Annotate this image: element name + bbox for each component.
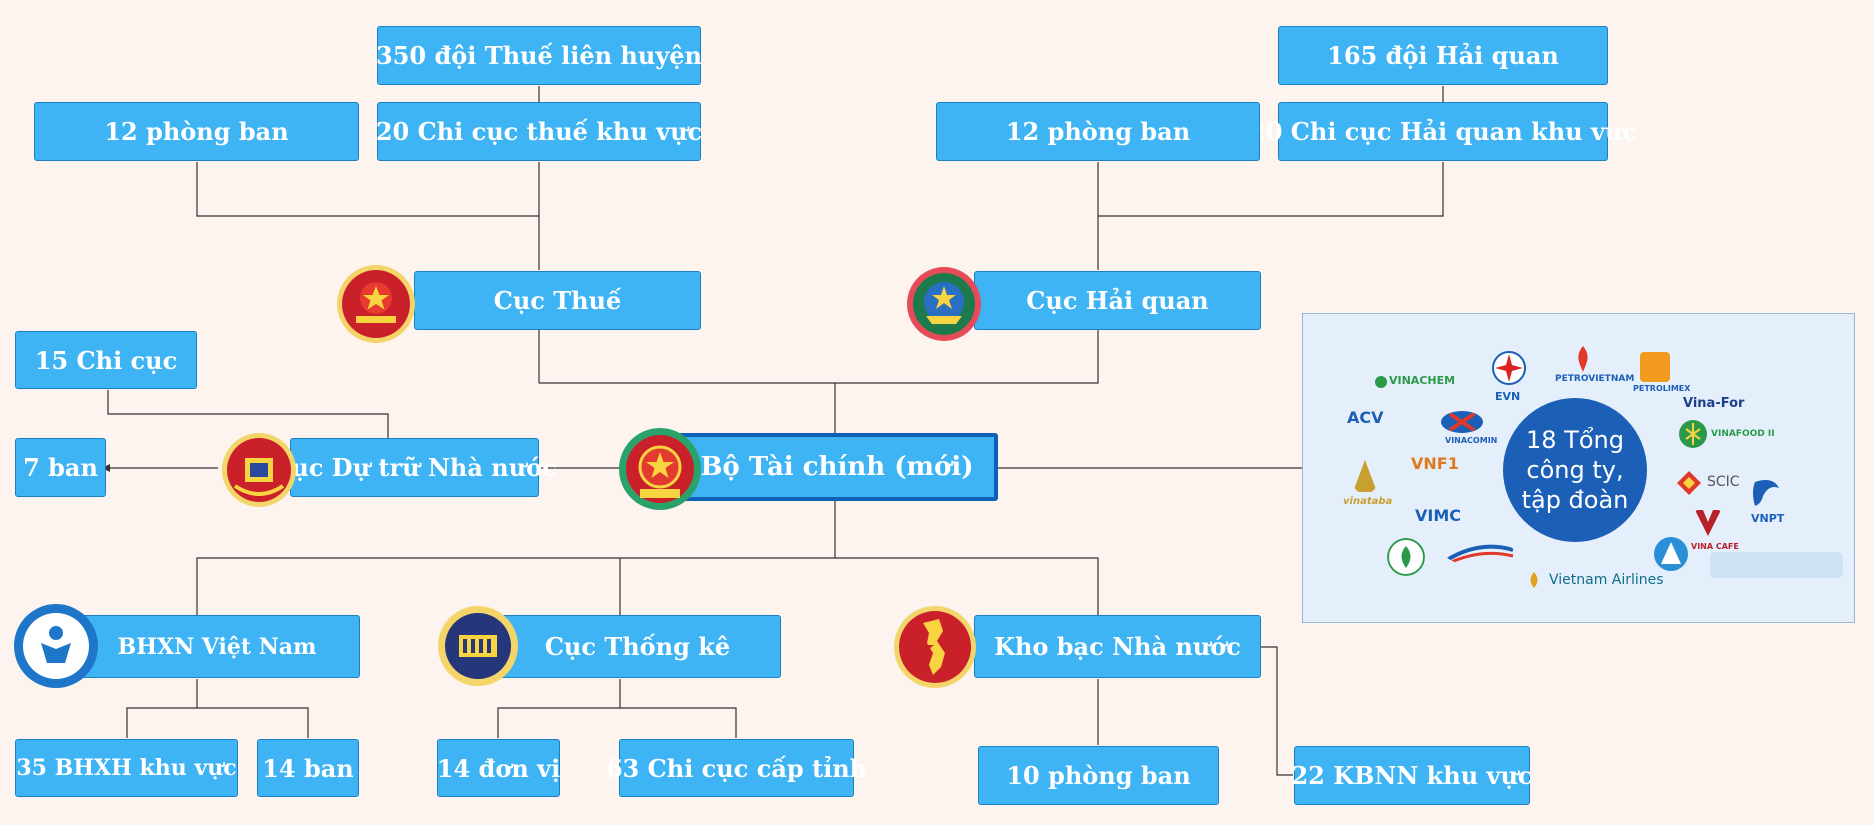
node-tax-region: 20 Chi cục thuế khu vực <box>375 102 703 161</box>
node-tax: Cục Thuế <box>414 271 701 330</box>
evn-logo-icon <box>1492 351 1526 385</box>
node-label: 165 đội Hải quan <box>1327 41 1559 70</box>
customs-logo-icon <box>907 267 981 341</box>
logo-scic: SCIC <box>1707 474 1740 490</box>
logo-vnpt: VNPT <box>1751 512 1785 525</box>
companies-panel: 18 Tổng công ty, tập đoàn VINACHEM EVN P… <box>1302 313 1855 623</box>
node-label: 20 Chi cục thuế khu vực <box>375 117 703 146</box>
logo-petrovietnam: PETROVIETNAM <box>1555 374 1635 384</box>
node-label: 10 phòng ban <box>1006 761 1191 790</box>
petrovietnam-logo-icon <box>1578 346 1588 372</box>
node-label: Cục Thống kê <box>544 632 731 661</box>
node-label: 7 ban <box>23 453 98 482</box>
node-label: Kho bạc Nhà nước <box>994 632 1241 661</box>
logo-vimc: VIMC <box>1415 506 1461 525</box>
companies-summary-label: 18 Tổng công ty, tập đoàn <box>1521 426 1629 514</box>
logo-vietnam-airlines: Vietnam Airlines <box>1549 572 1664 588</box>
node-treasury: Kho bạc Nhà nước <box>974 615 1261 678</box>
vietnam-airlines-logo-icon <box>1530 572 1538 588</box>
vinafood-logo-icon <box>1679 420 1707 448</box>
social-insurance-logo-icon <box>14 604 98 688</box>
petrolimex-logo-icon <box>1640 352 1670 382</box>
node-label: 12 phòng ban <box>104 117 289 146</box>
node-label: 20 Chi cục Hải quan khu vực <box>1249 117 1637 146</box>
vnpt-logo-icon <box>1753 480 1779 506</box>
node-stats-provincial: 63 Chi cục cấp tỉnh <box>606 739 867 797</box>
node-label: 14 ban <box>262 753 354 783</box>
logo-vinachem: VINACHEM <box>1389 374 1456 387</box>
logo-evn: EVN <box>1495 390 1521 403</box>
reserve-logo-icon <box>222 433 296 507</box>
node-treasury-depts: 10 phòng ban <box>978 746 1219 805</box>
node-customs-region: 20 Chi cục Hải quan khu vực <box>1249 102 1637 161</box>
node-label: 63 Chi cục cấp tỉnh <box>605 753 868 783</box>
logo-vinafood: VINAFOOD II <box>1711 429 1775 439</box>
node-label: Bộ Tài chính (mới) <box>700 452 974 482</box>
node-customs-teams: 165 đội Hải quan <box>1278 26 1608 85</box>
node-label: 350 đội Thuế liên huyện <box>376 41 702 70</box>
node-reserve-branches: 15 Chi cục <box>15 331 197 389</box>
logo-vinacomin: VINACOMIN <box>1445 436 1498 445</box>
ministry-logo-icon <box>619 428 701 510</box>
node-social: BHXN Việt Nam <box>74 615 360 678</box>
node-label: 15 Chi cục <box>34 345 178 375</box>
treasury-logo-icon <box>894 606 976 688</box>
node-stats: Cục Thống kê <box>494 615 781 678</box>
green-logo-icon <box>1387 538 1425 576</box>
node-social-region: 35 BHXH khu vực <box>15 739 238 797</box>
tax-logo-icon <box>337 265 415 343</box>
logo-acv: ACV <box>1347 408 1384 427</box>
node-label: 14 đơn vị <box>436 753 561 783</box>
logo-vnf1: VNF1 <box>1411 454 1459 473</box>
logo-vina-for: Vina-For <box>1683 396 1745 411</box>
statistics-logo-icon <box>438 606 518 686</box>
node-label: 12 phòng ban <box>1005 117 1191 146</box>
node-label: 35 BHXH khu vực <box>16 755 237 781</box>
node-label: Cục Hải quan <box>1026 286 1209 315</box>
railway-logo-icon <box>1445 544 1514 566</box>
node-label: Cục Dự trữ Nhà nước <box>272 453 557 482</box>
node-label: BHXN Việt Nam <box>117 633 317 660</box>
companies-placeholder-bar <box>1710 552 1843 578</box>
node-social-boards: 14 ban <box>257 739 359 797</box>
node-reserve-boards: 7 ban <box>15 438 106 497</box>
node-label: Cục Thuế <box>493 286 622 315</box>
node-label: 22 KBNN khu vực <box>1291 761 1533 790</box>
vinataba-logo-icon <box>1353 460 1377 492</box>
node-tax-depts: 12 phòng ban <box>34 102 359 161</box>
node-treasury-region: 22 KBNN khu vực <box>1291 746 1533 805</box>
node-customs-depts: 12 phòng ban <box>936 102 1260 161</box>
logo-vinataba: vinataba <box>1343 496 1393 507</box>
logo-vinacafe: VINA CAFE <box>1691 542 1739 551</box>
node-root: Bộ Tài chính (mới) <box>676 433 998 501</box>
node-tax-teams: 350 đội Thuế liên huyện <box>376 26 702 85</box>
vinachem-logo-icon <box>1375 376 1387 388</box>
node-customs: Cục Hải quan <box>974 271 1261 330</box>
logo-petrolimex: PETROLIMEX <box>1633 384 1691 393</box>
node-stats-units: 14 đơn vị <box>437 739 560 797</box>
companies-summary: 18 Tổng công ty, tập đoàn <box>1503 398 1647 542</box>
vinacomin-logo-icon <box>1441 411 1483 433</box>
scic-logo-icon <box>1677 471 1701 495</box>
triangle-logo-icon <box>1654 537 1688 571</box>
vinacafe-logo-icon <box>1695 510 1721 536</box>
node-reserve: Cục Dự trữ Nhà nước <box>272 438 557 497</box>
